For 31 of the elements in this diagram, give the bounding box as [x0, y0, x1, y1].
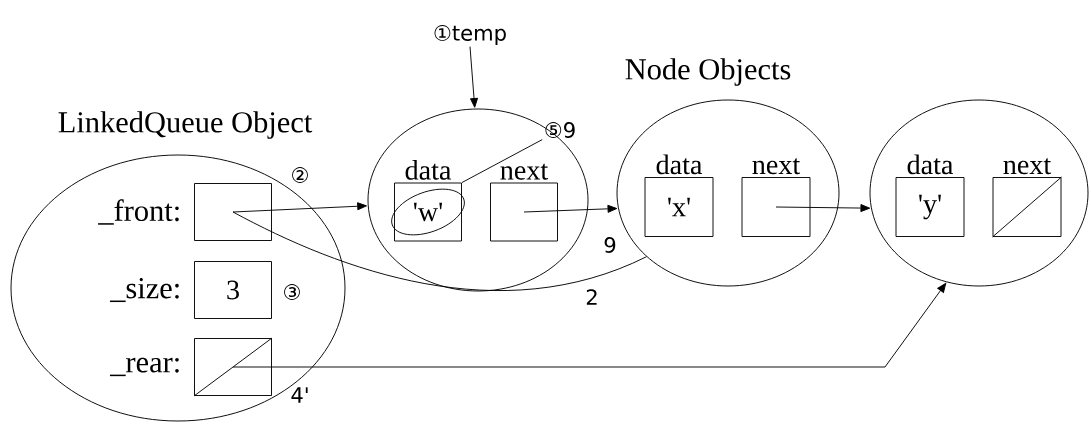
handwritten-note: 4' [291, 387, 308, 403]
handwritten-line [469, 46, 479, 108]
arrow [775, 204, 871, 213]
object-ellipse [616, 99, 840, 287]
field-label: next [500, 163, 549, 180]
handwritten-note: 9 [604, 237, 616, 253]
field-label: next [752, 158, 801, 175]
value-box: 3 [194, 261, 272, 319]
field-label: next [1003, 158, 1052, 175]
field-label: _front: [98, 199, 179, 225]
value-box: 'x' [644, 177, 714, 237]
handwritten-note: ② [292, 167, 308, 183]
heading: LinkedQueue Object [58, 111, 313, 139]
arrow [232, 282, 947, 368]
field-label: _size: [109, 277, 179, 303]
field-label: data [907, 154, 954, 175]
handwritten-line [461, 139, 543, 183]
handwritten-note: ⑤9 [545, 122, 575, 138]
handwritten-note: ①temp [434, 25, 506, 45]
handwritten-note: ③ [284, 284, 300, 300]
arrow [232, 202, 367, 213]
heading: Node Objects [625, 58, 791, 86]
field-label: data [405, 159, 452, 180]
handwritten-note: 2 [586, 289, 597, 305]
handwritten-line [232, 211, 647, 292]
arrow [523, 204, 618, 213]
value-box: 'y' [895, 177, 965, 237]
field-label: data [656, 154, 703, 175]
value-box: 'w' [391, 182, 465, 242]
field-label: _rear: [109, 357, 179, 377]
object-ellipse [869, 99, 1089, 287]
